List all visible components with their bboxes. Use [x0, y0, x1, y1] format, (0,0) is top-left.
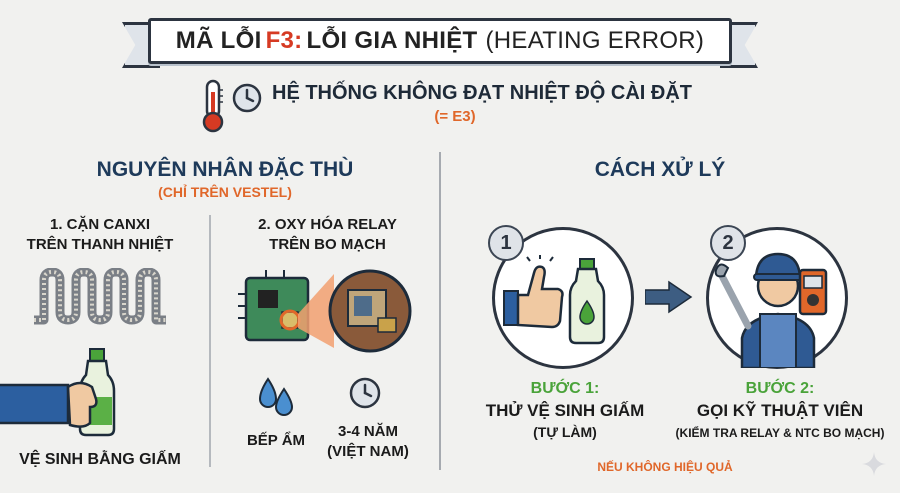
water-drops-icon [258, 377, 294, 416]
equivalent-code: (= E3) [434, 108, 476, 125]
step2-label: BƯỚC 2: [745, 380, 815, 397]
factor-age-line2: (VIỆT NAM) [327, 443, 409, 460]
title-english: (HEATING ERROR) [485, 27, 705, 54]
cause2-line1: 2. OXY HÓA RELAY [258, 216, 397, 233]
thumbs-up-vinegar-icon [503, 255, 606, 345]
cause1-title: 1. CẶN CANXI TRÊN THANH NHIỆT [0, 215, 200, 255]
title-main: LỖI GIA NHIỆT [306, 27, 478, 54]
circuit-board-relay-icon [238, 269, 412, 353]
factor-age: 3-4 NĂM (VIỆT NAM) [318, 422, 418, 462]
cause1-line1: 1. CẶN CANXI [49, 216, 150, 233]
technician-icon [714, 252, 828, 368]
step2-sub: (KIỂM TRA RELAY & NTC BO MẠCH) [675, 426, 885, 440]
step1-label: BƯỚC 1: [530, 380, 600, 397]
factor-age-line1: 3-4 NĂM [337, 423, 398, 440]
causes-note: (CHỈ TRÊN VESTEL) [158, 184, 292, 200]
section-divider [439, 152, 441, 470]
clock-icon-years [349, 377, 381, 409]
heating-element-icon [34, 268, 166, 325]
cause2-line2: TRÊN BO MẠCH [269, 236, 386, 253]
cause1-line2: TRÊN THANH NHIỆT [26, 236, 174, 253]
hand-vinegar-bottle-icon [0, 348, 116, 437]
solution-heading: CÁCH XỬ LÝ [594, 158, 726, 181]
causes-heading: NGUYÊN NHÂN ĐẶC THÙ [96, 158, 354, 181]
step1-text: THỬ VỆ SINH GIẤM [485, 401, 645, 420]
step2-text: GỌI KỸ THUẬT VIÊN [696, 401, 864, 420]
cause1-action: VỆ SINH BẰNG GIẤM [19, 451, 181, 468]
step1-sub: (TỰ LÀM) [533, 424, 597, 440]
clock-icon [232, 83, 262, 113]
sparkle-icon [862, 452, 886, 476]
cause2-title: 2. OXY HÓA RELAY TRÊN BO MẠCH [220, 215, 435, 255]
condition-note: NẾU KHÔNG HIỆU QUẢ [597, 460, 733, 474]
error-code: F3: [265, 27, 303, 54]
thermometer-icon [202, 79, 224, 133]
cause-divider [209, 215, 211, 467]
arrow-right-icon [645, 280, 693, 314]
step1-badge: 1 [488, 225, 524, 261]
title-banner: MÃ LỖI F3: LỖI GIA NHIỆT (HEATING ERROR) [148, 18, 732, 64]
step2-badge: 2 [710, 225, 746, 261]
factor-humid-kitchen: BẾP ẨM [246, 432, 306, 449]
title-prefix: MÃ LỖI [175, 27, 262, 54]
subtitle-text: HỆ THỐNG KHÔNG ĐẠT NHIỆT ĐỘ CÀI ĐẶT [272, 82, 692, 104]
